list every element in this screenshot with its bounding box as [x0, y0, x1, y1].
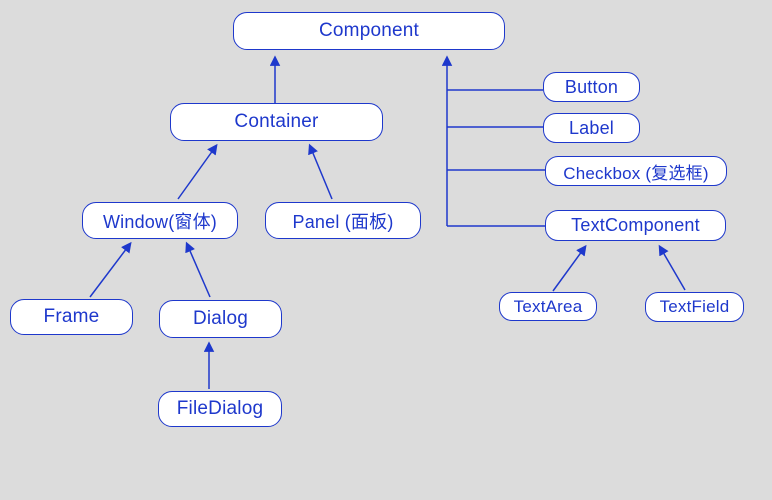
node-textarea: TextArea: [499, 292, 597, 321]
node-textfield: TextField: [645, 292, 744, 322]
node-dialog: Dialog: [159, 300, 282, 338]
node-container: Container: [170, 103, 383, 141]
edge-textarea-textcomponent: [552, 244, 587, 292]
node-filedialog: FileDialog: [158, 391, 282, 427]
edge-window-container: [177, 143, 218, 200]
node-frame: Frame: [10, 299, 133, 335]
node-button: Button: [543, 72, 640, 102]
edge-dialog-window: [185, 241, 211, 298]
node-panel: Panel (面板): [265, 202, 421, 239]
node-checkbox: Checkbox (复选框): [545, 156, 727, 186]
node-window: Window(窗体): [82, 202, 238, 239]
edge-textfield-textcomponent: [658, 244, 686, 291]
node-label: Label: [543, 113, 640, 143]
edge-frame-window: [89, 241, 132, 298]
edge-panel-container: [308, 143, 333, 200]
node-component: Component: [233, 12, 505, 50]
node-textcomponent: TextComponent: [545, 210, 726, 241]
